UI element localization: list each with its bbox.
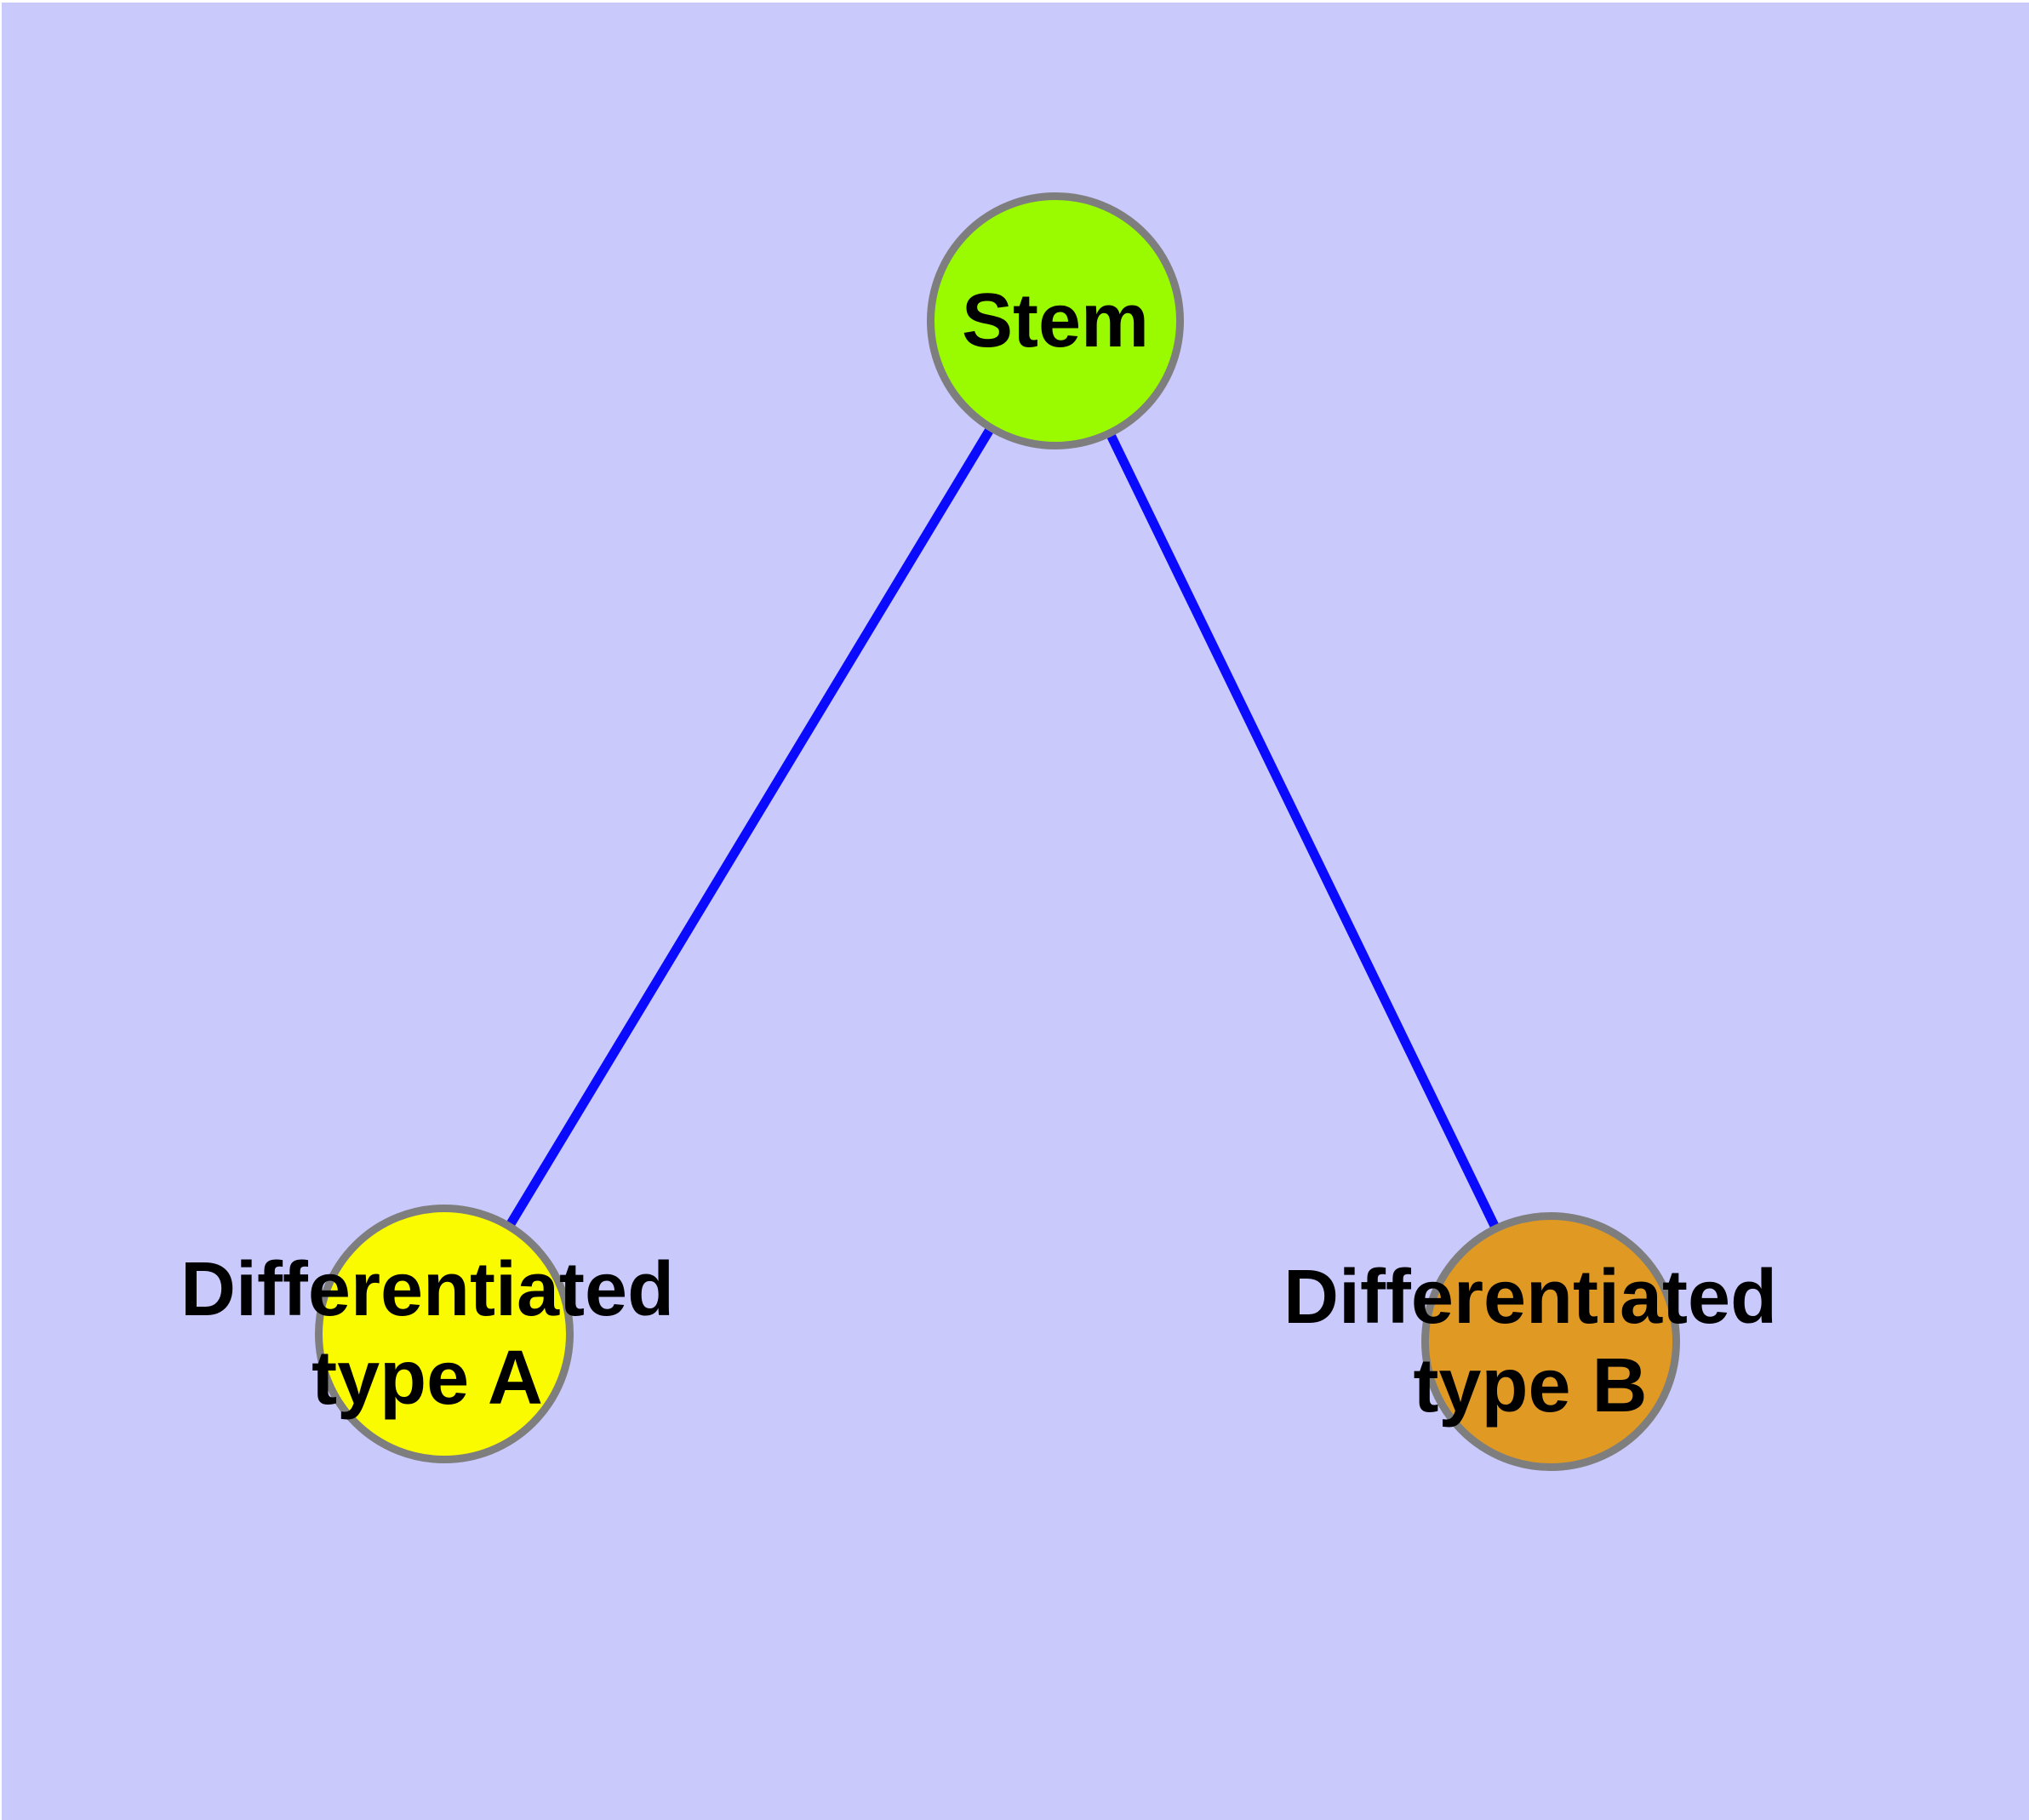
edges-layer [440, 318, 1555, 1344]
node-differentiated-type-a-circle [315, 1205, 574, 1463]
edge-line [1051, 318, 1555, 1344]
graph-canvas: Stem Differentiated type A Differentiate… [2, 3, 2029, 1820]
node-differentiated-type-b-circle [1421, 1212, 1680, 1471]
node-stem-circle [927, 192, 1184, 449]
edge-line [440, 318, 1060, 1336]
